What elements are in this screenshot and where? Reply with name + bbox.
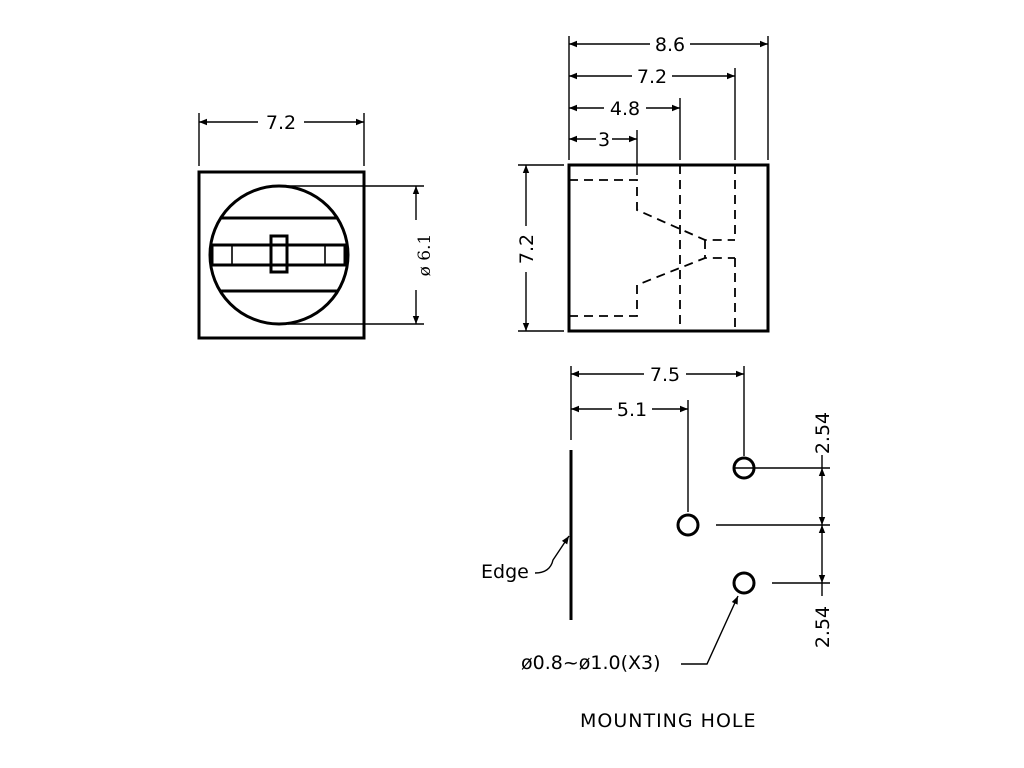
dim-4-8-label: 4.8 bbox=[610, 98, 640, 120]
hole-bottom bbox=[732, 571, 756, 595]
dim-7-2-label: 7.2 bbox=[637, 66, 667, 88]
dim-5-1-label: 5.1 bbox=[617, 399, 647, 421]
dim-7-5-label: 7.5 bbox=[650, 364, 680, 386]
front-view: 7.2 ø 6.1 bbox=[197, 112, 435, 340]
edge-leader-line bbox=[534, 535, 570, 574]
pitch-top-label: 2.54 bbox=[812, 412, 834, 454]
dial-pointer bbox=[269, 234, 289, 274]
pitch-bottom-label: 2.54 bbox=[812, 606, 834, 648]
hidden-profile-bottom bbox=[569, 257, 735, 317]
mounting-hole-caption: MOUNTING HOLE bbox=[580, 710, 757, 732]
edge-label: Edge bbox=[481, 561, 529, 583]
side-view: 8.6 7.2 4.8 3 7.2 bbox=[516, 34, 770, 333]
dim-3-label: 3 bbox=[598, 129, 610, 151]
dial-circle bbox=[208, 184, 350, 326]
dial-dia-label: ø 6.1 bbox=[415, 234, 435, 277]
hole-spec-label: ø0.8~ø1.0(X3) bbox=[521, 652, 661, 674]
hole-spec-leader-line bbox=[681, 595, 739, 665]
side-body-outline bbox=[567, 163, 770, 333]
front-body-outline bbox=[197, 170, 366, 340]
mounting-hole-view: 7.5 5.1 2.54 2.54 Edge ø0.8~ø1.0(X3) MOU… bbox=[481, 364, 834, 732]
front-width-label: 7.2 bbox=[266, 112, 296, 134]
hole-middle bbox=[676, 513, 700, 537]
dim-8-6-label: 8.6 bbox=[655, 34, 685, 56]
side-height-label: 7.2 bbox=[516, 234, 538, 264]
hidden-profile-top bbox=[569, 179, 735, 241]
dial-slot bbox=[210, 243, 347, 267]
